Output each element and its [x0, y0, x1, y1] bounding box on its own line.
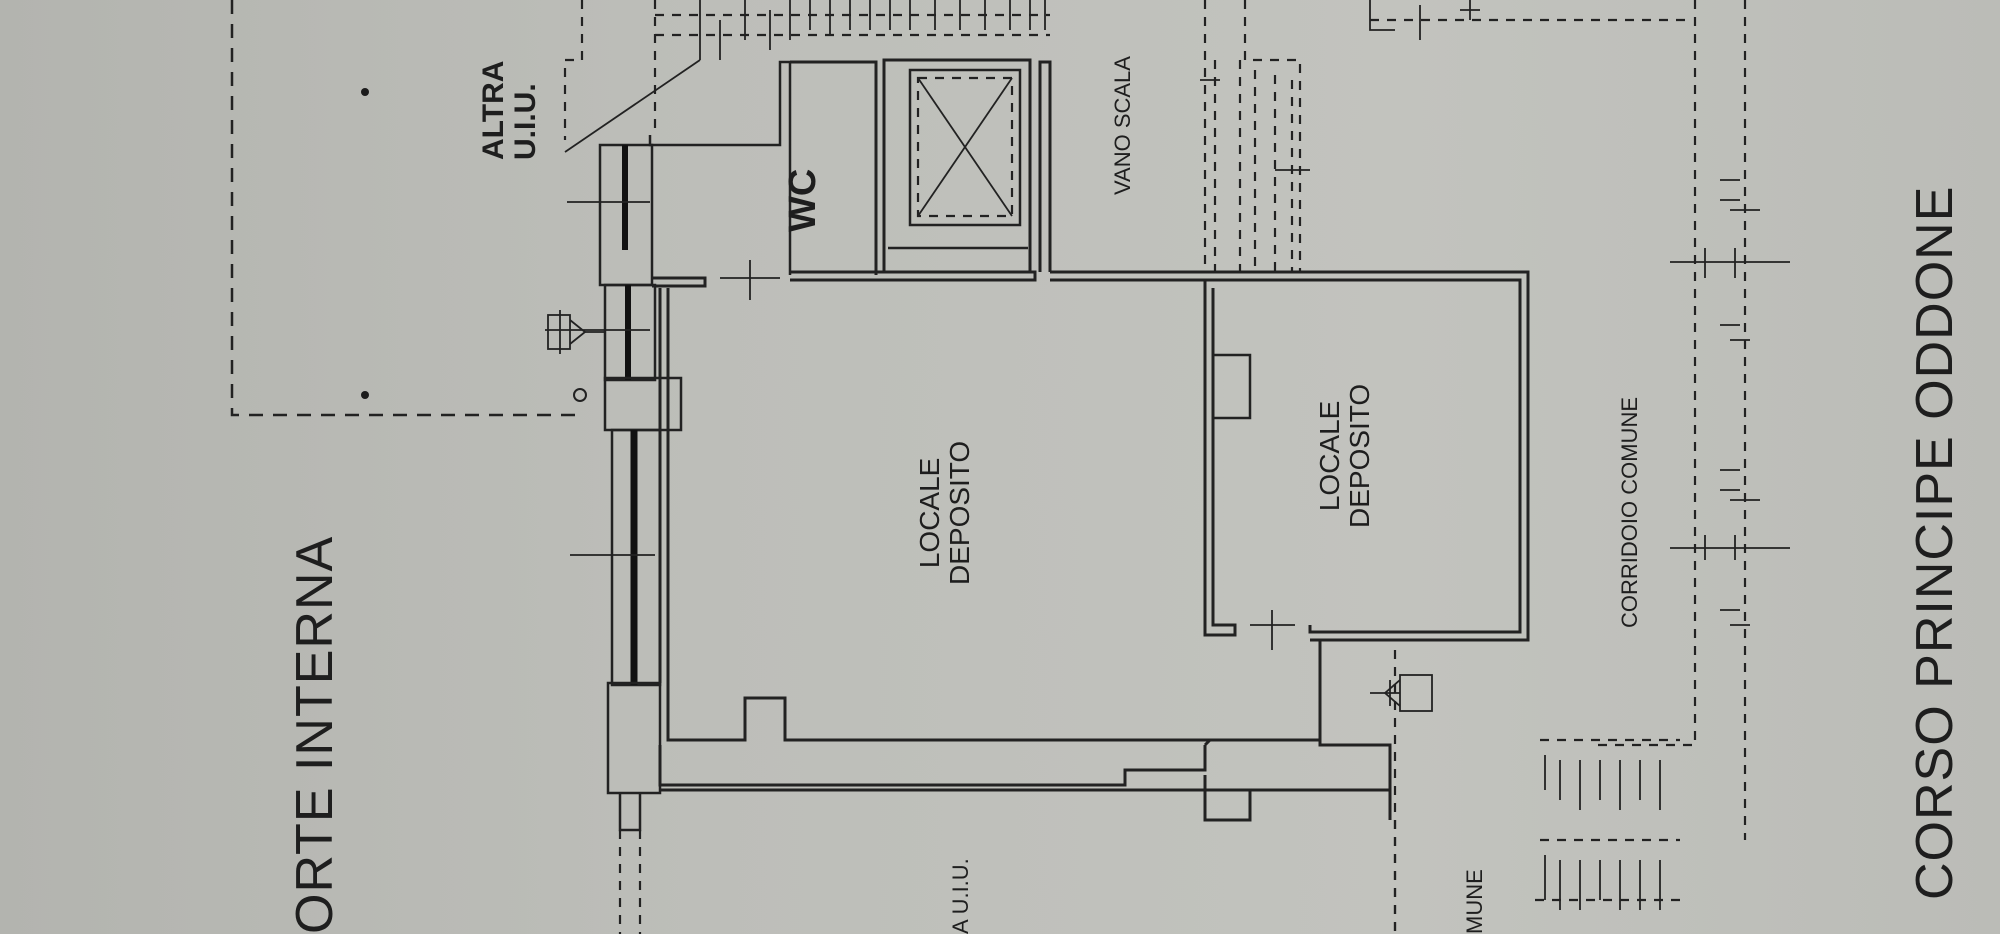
wc-label: WC	[782, 168, 824, 232]
altra-uiu-area	[563, 0, 792, 275]
main-room-line1: LOCALE	[914, 457, 945, 569]
altra-uiu-line2: U.I.U.	[509, 83, 542, 160]
meter-symbol	[547, 310, 605, 354]
altra-uiu-line1: ALTRA	[477, 60, 510, 160]
bottom-hatch	[1535, 738, 1680, 910]
facade-wall	[545, 143, 683, 832]
small-room-line2: DEPOSITO	[1344, 383, 1375, 528]
stair-dashes	[1200, 0, 1310, 272]
courtyard-label: ORTE INTERNA	[286, 535, 344, 934]
bottom-boundary	[618, 820, 1397, 934]
uiu-partial-label: A U.I.U.	[948, 858, 973, 934]
corridor-label: CORRIDOIO COMUNE	[1617, 397, 1642, 628]
top-hatch	[655, 0, 1690, 60]
comune-partial-label: MUNE	[1462, 869, 1487, 934]
courtyard-boundary	[230, 0, 587, 417]
street-label: CORSO PRINCIPE ODDONE	[1906, 185, 1964, 900]
small-room-label: LOCALE DEPOSITO	[1314, 383, 1375, 528]
main-room-walls	[652, 58, 1530, 822]
meter-symbol-corridor	[1370, 650, 1433, 934]
small-room-line1: LOCALE	[1314, 400, 1345, 512]
altra-uiu-label: ALTRA U.I.U.	[477, 60, 542, 160]
vano-scala-label: VANO SCALA	[1110, 56, 1135, 195]
corridor-dashes	[1590, 0, 1790, 840]
main-room-label: LOCALE DEPOSITO	[914, 440, 975, 585]
main-room-line2: DEPOSITO	[944, 440, 975, 585]
